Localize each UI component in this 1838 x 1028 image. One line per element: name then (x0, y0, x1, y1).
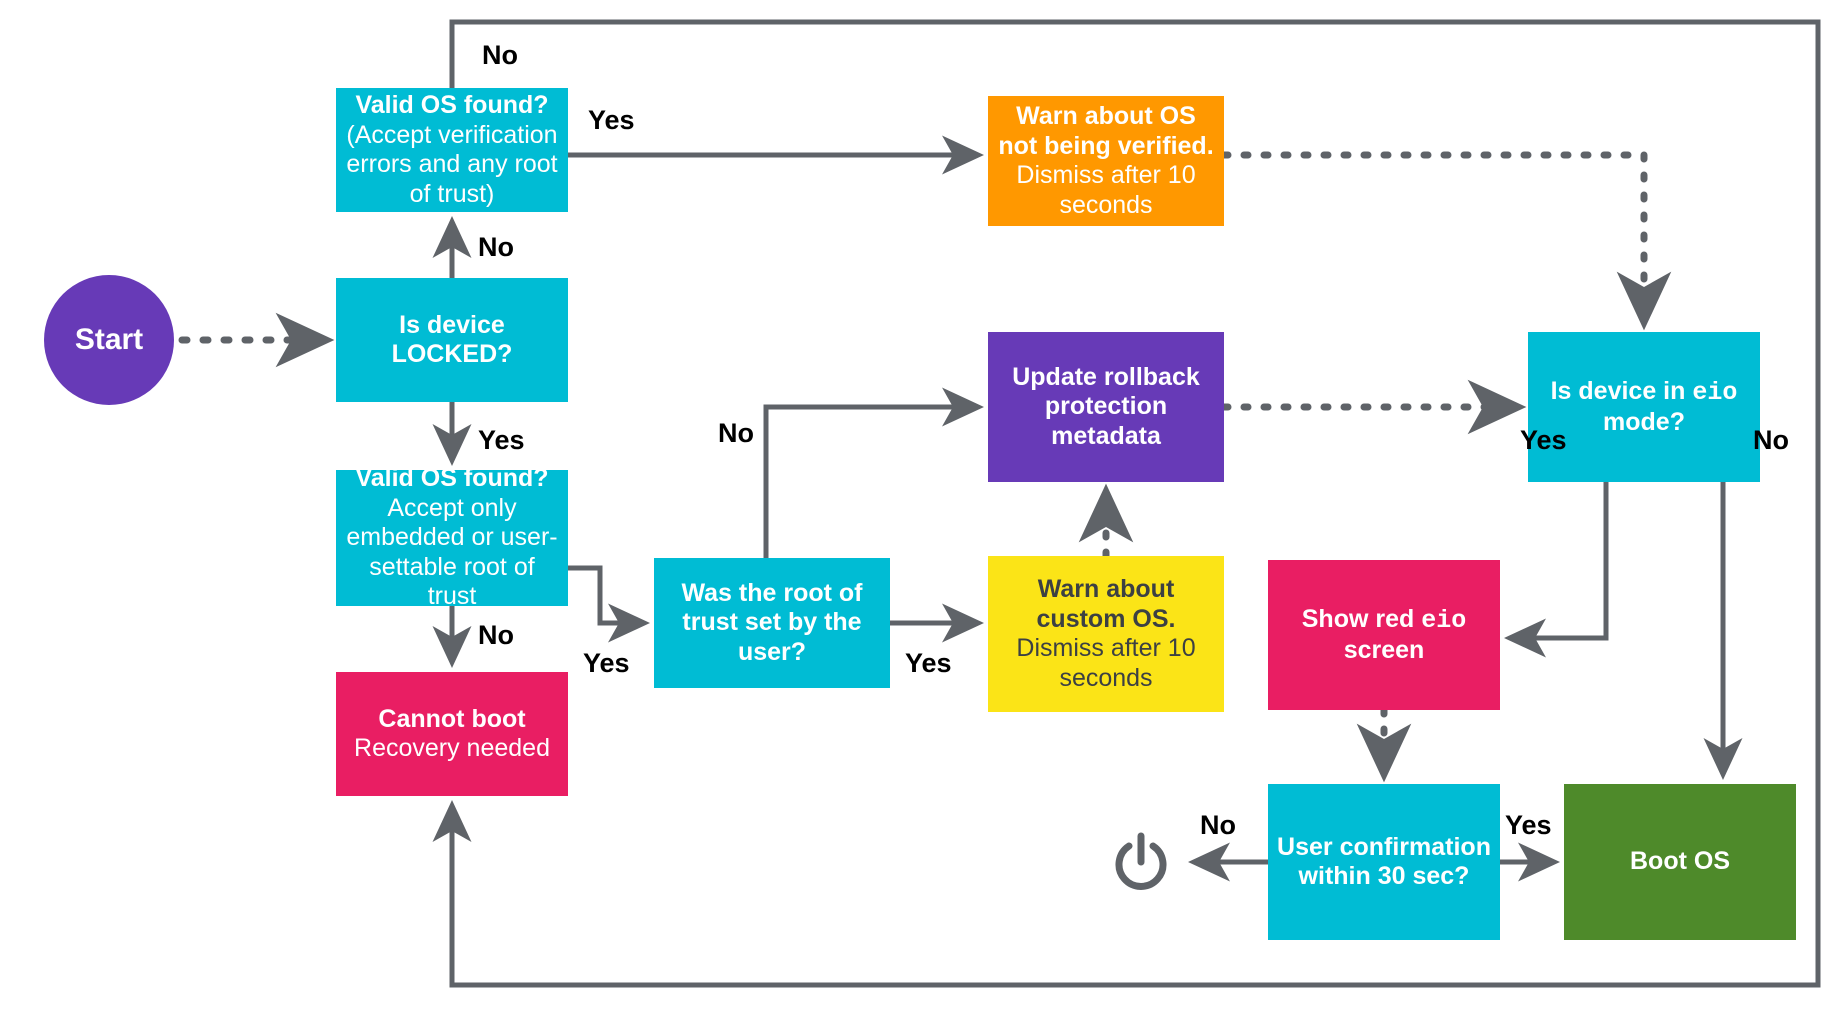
edge-label-yes-user-confirm: Yes (1505, 810, 1552, 840)
start-node[interactable]: Start (44, 275, 174, 405)
warn-os-not-verified-sub: Dismiss after 10 seconds (1016, 161, 1196, 219)
is-device-in-eio-mode-node[interactable]: Is device in eio mode? (1528, 332, 1760, 482)
edge-valid-os-bottom-yes-to-root-of-trust (568, 565, 651, 643)
update-rollback-protection-title: Update rollback protection metadata (1012, 362, 1200, 450)
show-red-eio-screen-node[interactable]: Show red eio screen (1268, 560, 1500, 710)
is-device-in-eio-mode-title: Is device in eio mode? (1550, 377, 1738, 436)
power-off-icon (1115, 832, 1167, 890)
user-confirmation-node[interactable]: User confirmation within 30 sec? (1268, 784, 1500, 940)
user-confirmation-title: User confirmation within 30 sec? (1277, 832, 1491, 891)
cannot-boot-node[interactable]: Cannot boot Recovery needed (336, 672, 568, 796)
edge-warn-unverified-to-eio-mode (1220, 151, 1672, 331)
valid-os-found-locked-node[interactable]: Valid OS found? Accept only embedded or … (336, 464, 568, 610)
warn-os-not-verified-node[interactable]: Warn about OS not being verified. Dismis… (988, 96, 1224, 226)
valid-os-found-locked-title: Valid OS found? (355, 464, 549, 493)
valid-os-found-unlocked-title: Valid OS found? (355, 91, 549, 119)
valid-os-found-unlocked-sub: (Accept verification errors and any root… (346, 120, 558, 208)
is-device-locked-node[interactable]: Is device LOCKED? (336, 278, 568, 402)
edge-label-no-locked: No (478, 232, 514, 262)
root-of-trust-set-by-user-node[interactable]: Was the root of trust set by the user? (654, 558, 890, 688)
show-red-eio-screen-title: Show red eio screen (1301, 605, 1467, 664)
start-node-title: Start (74, 323, 144, 357)
warn-custom-os-sub: Dismiss after 10 seconds (1016, 634, 1196, 692)
edge-eio-mode-yes-to-eio-screen (1503, 482, 1609, 658)
edge-label-yes-valid-os-top: Yes (588, 105, 635, 135)
edge-label-yes-locked: Yes (478, 425, 525, 455)
boot-os-title: Boot OS (1630, 847, 1730, 876)
edge-label-no-root-of-trust: No (718, 418, 754, 448)
root-of-trust-set-by-user-title: Was the root of trust set by the user? (681, 578, 863, 666)
edge-label-no-valid-os-bottom: No (478, 620, 514, 650)
warn-custom-os-title: Warn about custom OS. (1036, 575, 1176, 633)
edge-label-yes-root-of-trust: Yes (905, 648, 952, 678)
boot-os-node[interactable]: Boot OS (1564, 784, 1796, 940)
warn-custom-os-node[interactable]: Warn about custom OS. Dismiss after 10 s… (988, 556, 1224, 712)
edge-label-no-eio-mode: No (1753, 425, 1789, 455)
update-rollback-protection-node[interactable]: Update rollback protection metadata (988, 332, 1224, 482)
cannot-boot-title: Cannot boot (378, 704, 526, 733)
edge-root-of-trust-no-to-rollback (763, 387, 985, 558)
is-device-locked-title: Is device LOCKED? (391, 310, 513, 369)
edge-label-no-user-confirm: No (1200, 810, 1236, 840)
cannot-boot-sub: Recovery needed (354, 734, 550, 762)
edge-label-yes-valid-os-bottom: Yes (583, 648, 630, 678)
edge-label-yes-eio-mode: Yes (1520, 425, 1567, 455)
valid-os-found-unlocked-node[interactable]: Valid OS found? (Accept verification err… (336, 88, 568, 212)
edge-label-no-top-loop: No (482, 40, 518, 70)
warn-os-not-verified-title: Warn about OS not being verified. (998, 102, 1214, 160)
valid-os-found-locked-sub: Accept only embedded or user-settable ro… (346, 493, 558, 611)
